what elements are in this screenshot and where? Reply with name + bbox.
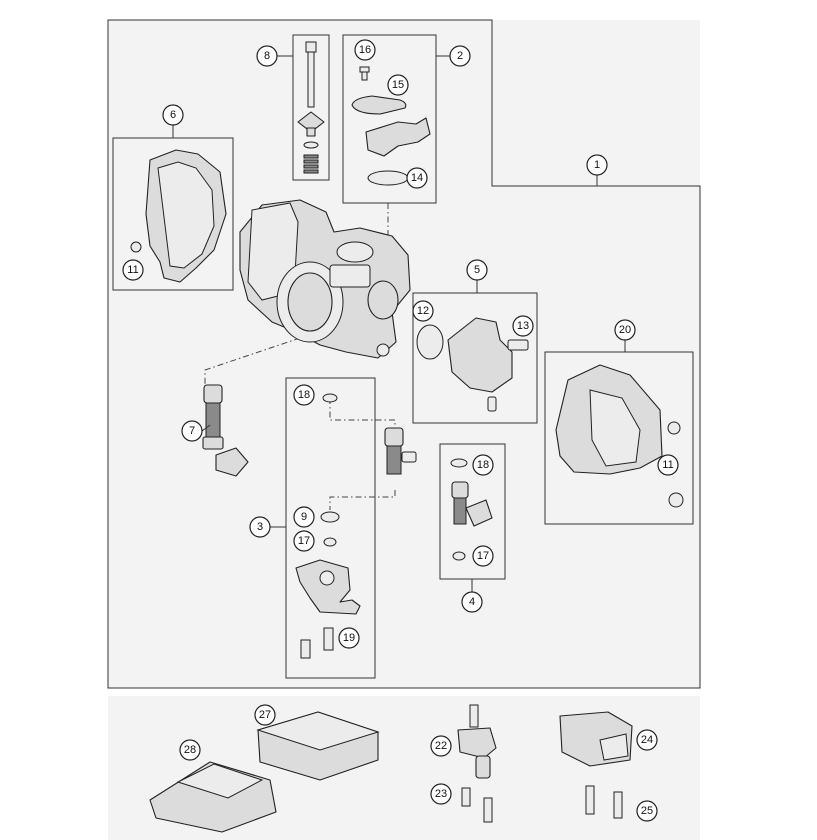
screws-25 xyxy=(585,785,623,819)
group-box-3 xyxy=(285,377,376,679)
svg-text:13: 13 xyxy=(517,320,529,332)
callout-11-cover: 11 xyxy=(122,259,144,281)
callout-4: 4 xyxy=(461,591,483,613)
callout-14: 14 xyxy=(406,167,428,189)
screw-and-spring-set xyxy=(297,41,325,174)
throttle-cover xyxy=(130,149,227,283)
svg-text:4: 4 xyxy=(469,596,475,608)
alignment-line-injector-7 xyxy=(204,337,301,390)
callout-8: 8 xyxy=(256,45,278,67)
callout-9: 9 xyxy=(293,506,315,528)
throttle-position-sensor xyxy=(416,317,529,412)
svg-text:8: 8 xyxy=(264,50,270,62)
callout-12: 12 xyxy=(412,300,434,322)
main-assembly-panel xyxy=(108,20,700,688)
injector-4 xyxy=(450,458,493,561)
callout-leaders xyxy=(172,55,626,592)
svg-text:3: 3 xyxy=(257,521,263,533)
svg-text:22: 22 xyxy=(435,740,447,752)
callout-25: 25 xyxy=(636,800,658,822)
svg-text:6: 6 xyxy=(170,109,176,121)
svg-text:25: 25 xyxy=(641,805,653,817)
svg-text:19: 19 xyxy=(343,632,355,644)
callout-20: 20 xyxy=(614,319,636,341)
sensor-24 xyxy=(559,711,633,767)
callout-22: 22 xyxy=(430,735,452,757)
callout-19: 19 xyxy=(338,627,360,649)
callout-7: 7 xyxy=(181,420,203,442)
callout-3: 3 xyxy=(249,516,271,538)
svg-text:5: 5 xyxy=(474,264,480,276)
svg-text:11: 11 xyxy=(662,459,673,471)
injector-holder-set xyxy=(295,393,417,659)
callout-27: 27 xyxy=(254,704,276,726)
callout-13: 13 xyxy=(512,315,534,337)
ecu-27 xyxy=(256,711,380,781)
group-box-20 xyxy=(544,351,694,525)
callout-28: 28 xyxy=(179,739,201,761)
callout-16: 16 xyxy=(354,39,376,61)
svg-text:14: 14 xyxy=(411,172,423,184)
svg-text:23: 23 xyxy=(435,788,447,800)
svg-text:24: 24 xyxy=(641,734,653,746)
group-box-5 xyxy=(412,292,538,424)
throttle-body xyxy=(239,199,411,359)
callout-18-holder: 18 xyxy=(293,384,315,406)
svg-text:11: 11 xyxy=(127,264,138,276)
callout-18-injector: 18 xyxy=(472,454,494,476)
svg-text:17: 17 xyxy=(298,535,310,547)
svg-text:2: 2 xyxy=(457,50,463,62)
callout-23: 23 xyxy=(430,783,452,805)
svg-text:16: 16 xyxy=(359,44,371,56)
callout-11-housing: 11 xyxy=(657,454,679,476)
main-assembly-frame xyxy=(107,19,701,689)
throttle-sensor-set xyxy=(351,66,431,186)
callout-6: 6 xyxy=(162,104,184,126)
svg-text:1: 1 xyxy=(594,159,600,171)
callout-5: 5 xyxy=(466,259,488,281)
control-unit-28 xyxy=(149,761,277,833)
callout-2: 2 xyxy=(449,45,471,67)
callout-15: 15 xyxy=(387,74,409,96)
callout-17-injector: 17 xyxy=(472,545,494,567)
svg-text:9: 9 xyxy=(301,511,307,523)
callout-1: 1 xyxy=(586,154,608,176)
screws-23 xyxy=(461,787,493,823)
svg-text:18: 18 xyxy=(298,389,310,401)
injector-7 xyxy=(202,384,249,477)
pressure-sensor-22 xyxy=(457,704,497,779)
callout-17-holder: 17 xyxy=(293,530,315,552)
callout-24: 24 xyxy=(636,729,658,751)
svg-text:12: 12 xyxy=(417,305,429,317)
svg-text:15: 15 xyxy=(392,79,404,91)
group-box-2 xyxy=(342,34,437,204)
svg-text:20: 20 xyxy=(619,324,631,336)
svg-text:28: 28 xyxy=(184,744,196,756)
svg-text:18: 18 xyxy=(477,459,489,471)
alignment-line-injector-lower xyxy=(329,490,396,510)
sensor-housing xyxy=(555,364,684,508)
svg-text:7: 7 xyxy=(189,425,195,437)
svg-text:17: 17 xyxy=(477,550,489,562)
group-box-8 xyxy=(292,34,330,181)
svg-text:27: 27 xyxy=(259,709,271,721)
